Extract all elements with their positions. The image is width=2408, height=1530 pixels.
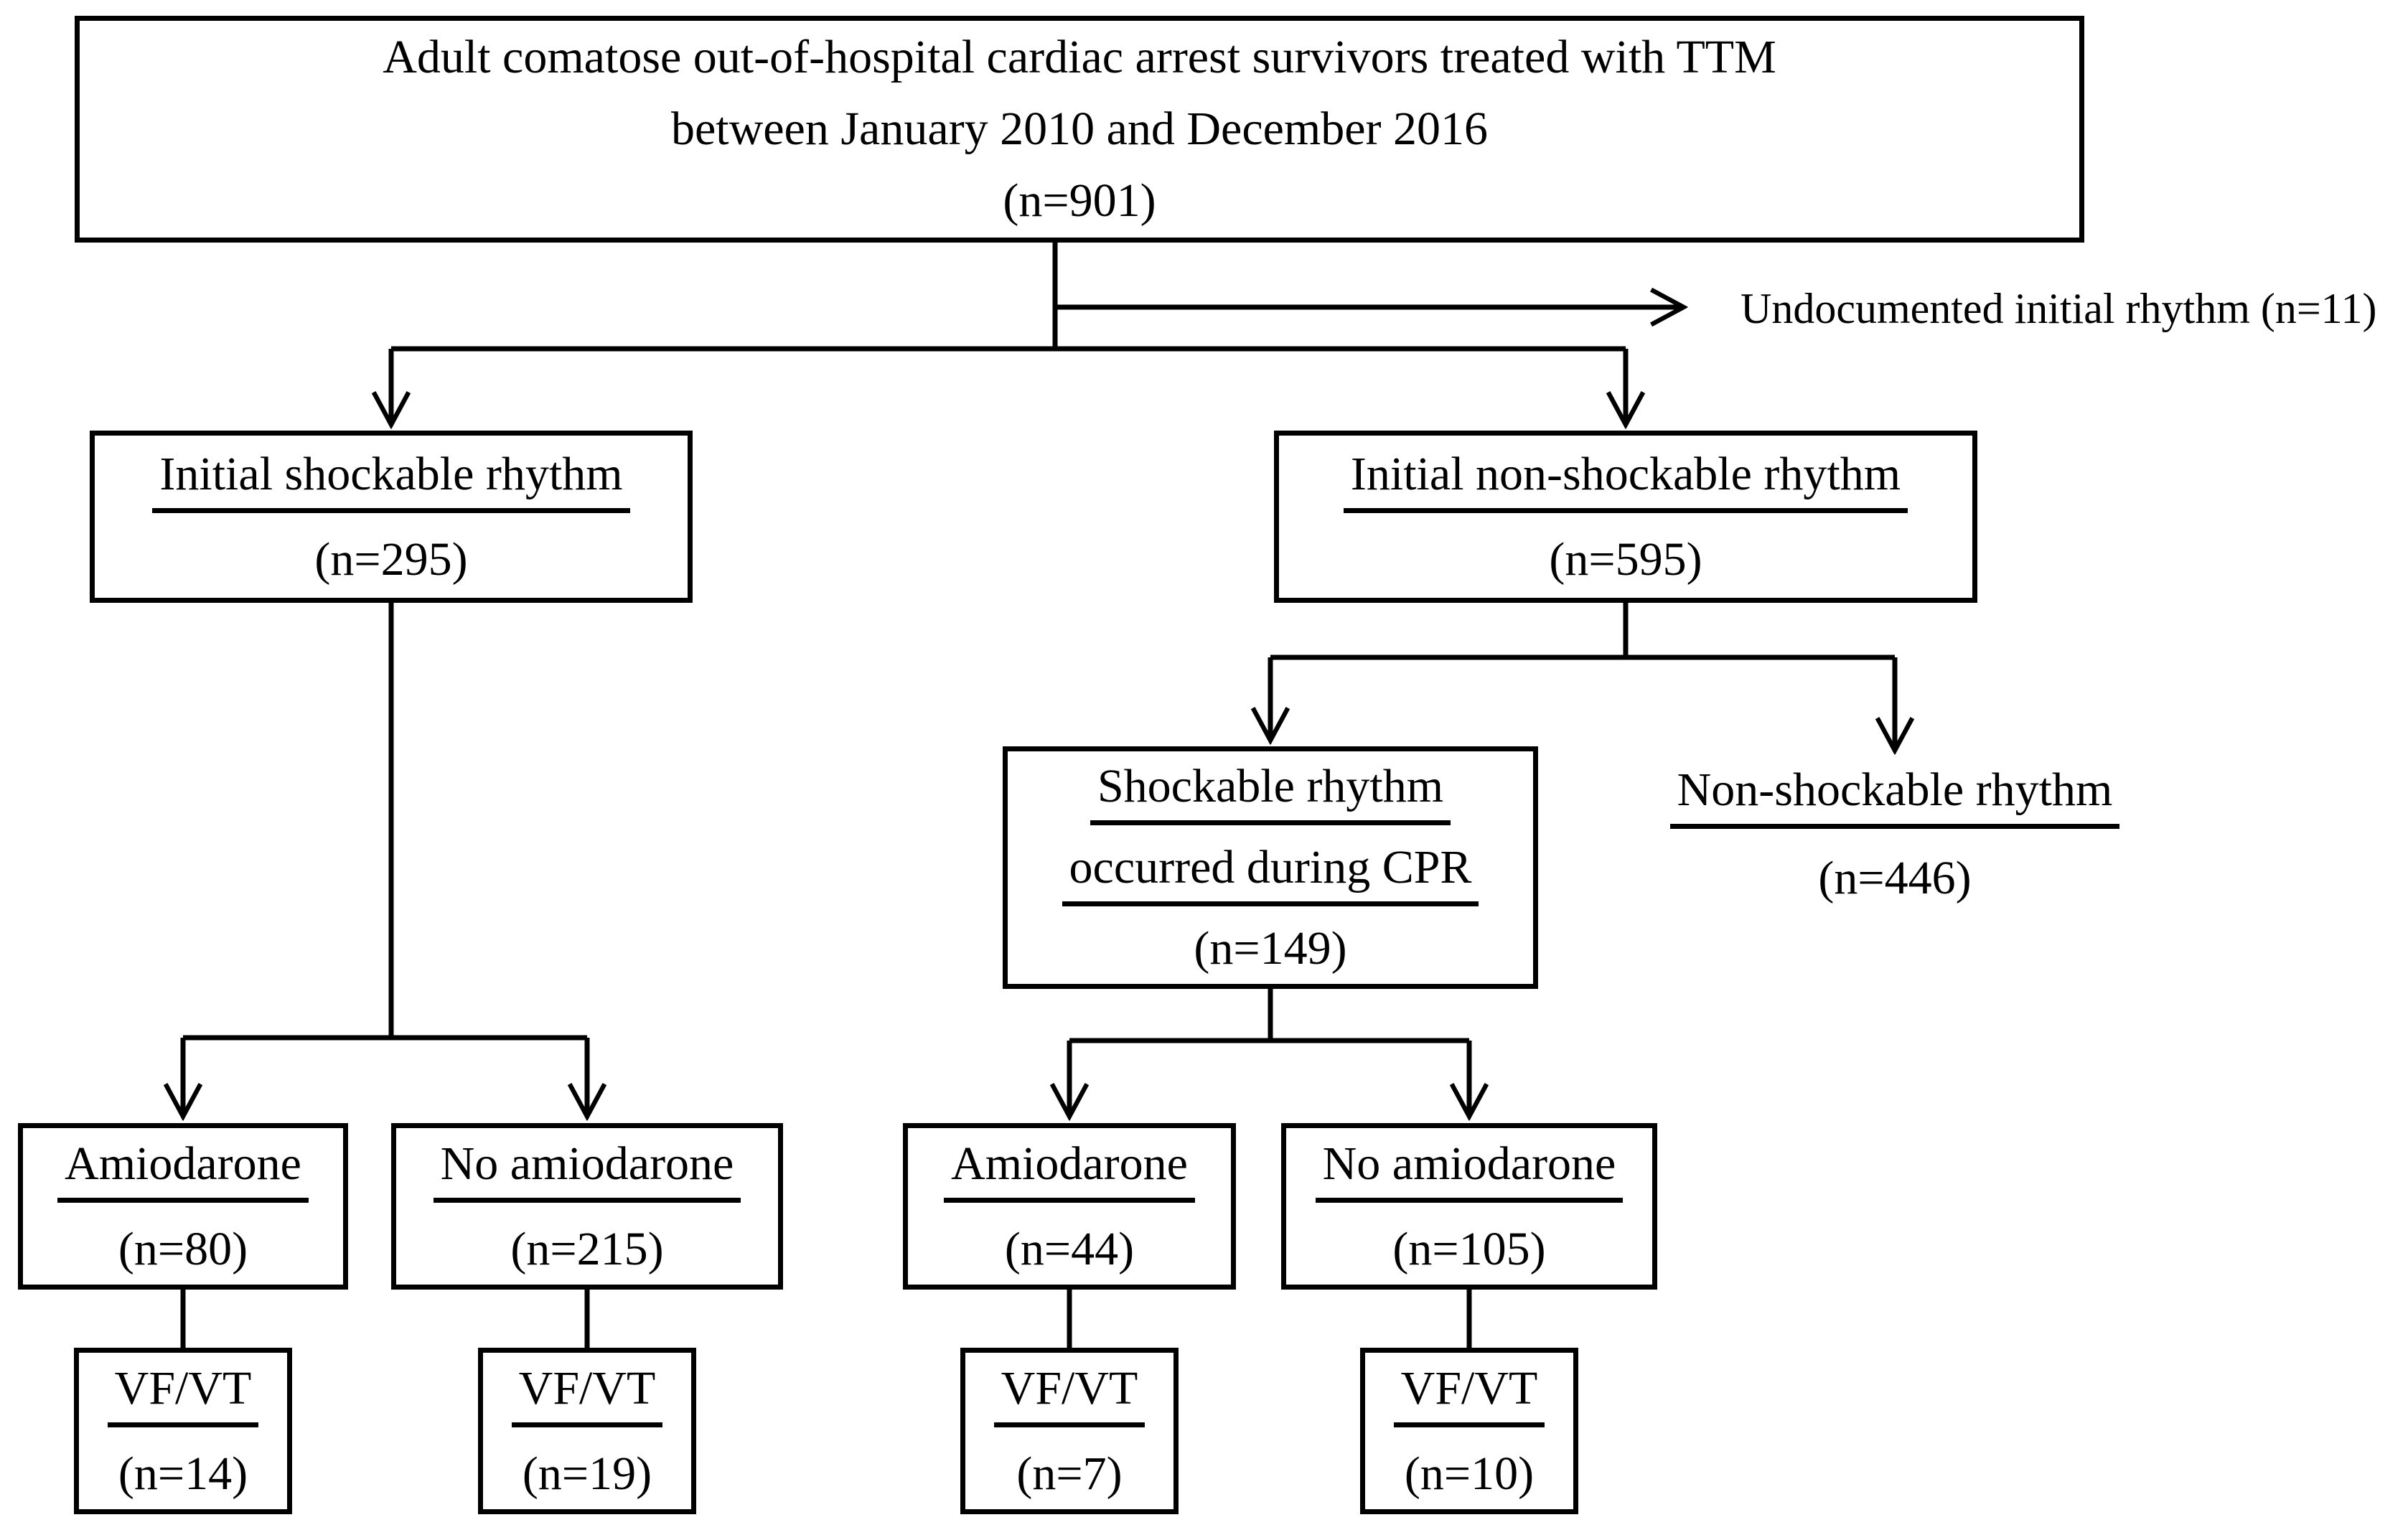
box-vfvt-amiodarone-cpr: VF/VT (n=7) xyxy=(960,1348,1179,1514)
vfvt-no-amiodarone-shockable-title: VF/VT xyxy=(511,1361,663,1427)
shockable-during-cpr-line1: Shockable rhythm xyxy=(1090,759,1451,826)
no-amiodarone-cpr-count: (n=105) xyxy=(1392,1222,1546,1275)
box-no-amiodarone-cpr: No amiodarone (n=105) xyxy=(1281,1123,1657,1290)
initial-shockable-count: (n=295) xyxy=(314,532,468,586)
box-vfvt-no-amiodarone-cpr: VF/VT (n=10) xyxy=(1360,1348,1578,1514)
vfvt-no-amiodarone-shockable-count: (n=19) xyxy=(522,1447,652,1500)
amiodarone-cpr-count: (n=44) xyxy=(1004,1222,1135,1275)
root-line2: between January 2010 and December 2016 xyxy=(670,102,1489,155)
box-initial-non-shockable: Initial non-shockable rhythm (n=595) xyxy=(1274,431,1977,603)
amiodarone-shockable-count: (n=80) xyxy=(118,1222,248,1275)
initial-non-shockable-count: (n=595) xyxy=(1549,532,1702,586)
vfvt-amiodarone-shockable-count: (n=14) xyxy=(118,1447,248,1500)
non-shockable-rhythm-count: (n=446) xyxy=(1818,851,1972,904)
box-amiodarone-shockable: Amiodarone (n=80) xyxy=(18,1123,348,1290)
no-amiodarone-cpr-title: No amiodarone xyxy=(1315,1136,1624,1203)
amiodarone-cpr-title: Amiodarone xyxy=(944,1136,1195,1203)
box-initial-shockable: Initial shockable rhythm (n=295) xyxy=(90,431,693,603)
root-line1: Adult comatose out-of-hospital cardiac a… xyxy=(383,30,1776,83)
vfvt-no-amiodarone-cpr-count: (n=10) xyxy=(1404,1447,1535,1500)
vfvt-no-amiodarone-cpr-title: VF/VT xyxy=(1393,1361,1545,1427)
box-amiodarone-cpr: Amiodarone (n=44) xyxy=(903,1123,1236,1290)
root-count: (n=901) xyxy=(1003,174,1156,227)
no-amiodarone-shockable-title: No amiodarone xyxy=(433,1136,741,1203)
non-shockable-rhythm-title: Non-shockable rhythm xyxy=(1669,762,2120,829)
shockable-during-cpr-count: (n=149) xyxy=(1194,921,1347,975)
label-undocumented-rhythm: Undocumented initial rhythm (n=11) xyxy=(1741,281,2408,336)
box-no-amiodarone-shockable: No amiodarone (n=215) xyxy=(391,1123,783,1290)
box-vfvt-no-amiodarone-shockable: VF/VT (n=19) xyxy=(478,1348,696,1514)
initial-non-shockable-title: Initial non-shockable rhythm xyxy=(1343,446,1908,513)
box-root-population: Adult comatose out-of-hospital cardiac a… xyxy=(75,16,2084,243)
text-non-shockable-rhythm: Non-shockable rhythm (n=446) xyxy=(1586,762,2203,942)
no-amiodarone-shockable-count: (n=215) xyxy=(510,1222,664,1275)
box-vfvt-amiodarone-shockable: VF/VT (n=14) xyxy=(74,1348,292,1514)
exclusion-text: Undocumented initial rhythm (n=11) xyxy=(1741,284,2377,332)
initial-shockable-title: Initial shockable rhythm xyxy=(152,446,630,513)
vfvt-amiodarone-shockable-title: VF/VT xyxy=(107,1361,259,1427)
vfvt-amiodarone-cpr-title: VF/VT xyxy=(993,1361,1146,1427)
amiodarone-shockable-title: Amiodarone xyxy=(57,1136,309,1203)
vfvt-amiodarone-cpr-count: (n=7) xyxy=(1016,1447,1123,1500)
shockable-during-cpr-line2: occurred during CPR xyxy=(1062,840,1479,906)
box-shockable-during-cpr: Shockable rhythm occurred during CPR (n=… xyxy=(1003,746,1538,989)
